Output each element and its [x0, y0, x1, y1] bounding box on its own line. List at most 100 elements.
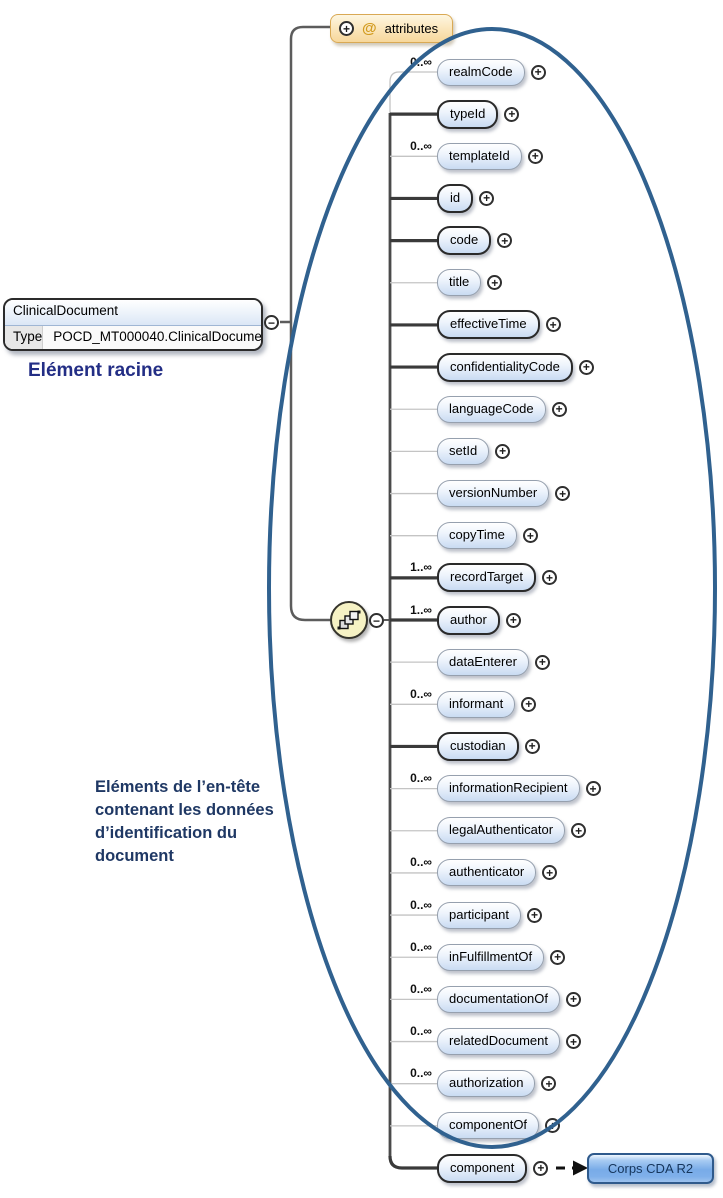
element-pill-componentOf[interactable]: componentOf [437, 1112, 540, 1140]
element-pill-setId[interactable]: setId [437, 437, 490, 465]
element-pill-copyTime[interactable]: copyTime [437, 522, 517, 550]
cda-body-box[interactable]: Corps CDA R2 [587, 1153, 714, 1184]
root-element-name: ClinicalDocument [5, 300, 261, 326]
cardinality-label-authorization: 0..∞ [410, 1066, 432, 1081]
element-row-setId: setId + [437, 437, 511, 465]
expand-icon-authenticator[interactable]: + [542, 865, 558, 881]
header-annotation-line: Eléments de l’en-tête [95, 778, 261, 796]
expand-icon-attributes[interactable]: + [339, 21, 354, 36]
element-pill-typeId[interactable]: typeId [437, 99, 499, 129]
element-row-component: component + [437, 1153, 549, 1183]
element-pill-confidentialityCode[interactable]: confidentialityCode [437, 352, 573, 382]
element-pill-id[interactable]: id [437, 183, 474, 213]
header-annotation-line: contenant les données [95, 801, 274, 819]
expand-icon-dataEnterer[interactable]: + [534, 654, 550, 670]
root-branch-line [280, 25, 330, 622]
expand-icon-informationRecipient[interactable]: + [585, 781, 601, 797]
attributes-box[interactable]: + @ attributes [330, 14, 454, 43]
collapse-icon-sequence[interactable]: − [369, 613, 384, 628]
dashed-arrow-head [573, 1160, 588, 1176]
cardinality-label-relatedDocument: 0..∞ [410, 1024, 432, 1039]
element-row-participant: 0..∞ participant + [410, 898, 542, 929]
expand-icon-typeId[interactable]: + [504, 106, 520, 122]
element-pill-custodian[interactable]: custodian [437, 731, 519, 761]
expand-icon-effectiveTime[interactable]: + [545, 317, 561, 333]
expand-icon-recordTarget[interactable]: + [541, 570, 557, 586]
cardinality-label-templateId: 0..∞ [410, 138, 432, 153]
element-row-legalAuthenticator: legalAuthenticator + [437, 817, 587, 845]
element-pill-documentationOf[interactable]: documentationOf [437, 985, 561, 1013]
element-pill-participant[interactable]: participant [437, 901, 521, 929]
root-annotation-label: Elément racine [28, 360, 164, 381]
expand-icon-title[interactable]: + [487, 275, 503, 291]
element-pill-relatedDocument[interactable]: relatedDocument [437, 1028, 560, 1056]
expand-icon-code[interactable]: + [497, 233, 513, 249]
cardinality-label-informationRecipient: 0..∞ [410, 771, 432, 786]
element-row-authorization: 0..∞ authorization + [410, 1066, 557, 1098]
element-pill-informant[interactable]: informant [437, 690, 516, 718]
element-row-componentOf: componentOf + [437, 1112, 561, 1140]
cardinality-label-author: 1..∞ [410, 602, 432, 617]
element-pill-authorization[interactable]: authorization [437, 1070, 536, 1098]
expand-icon-participant[interactable]: + [526, 907, 542, 923]
element-pill-title[interactable]: title [437, 269, 482, 297]
sequence-compositor-icon[interactable] [330, 601, 368, 639]
expand-icon-versionNumber[interactable]: + [555, 486, 571, 502]
expand-icon-realmCode[interactable]: + [530, 64, 546, 80]
expand-icon-author[interactable]: + [505, 612, 521, 628]
root-element-box[interactable]: ClinicalDocument Type POCD_MT000040.Clin… [3, 298, 263, 351]
expand-icon-documentationOf[interactable]: + [566, 991, 582, 1007]
element-row-custodian: custodian + [437, 731, 540, 761]
expand-icon-authorization[interactable]: + [541, 1076, 557, 1092]
element-pill-realmCode[interactable]: realmCode [437, 58, 525, 86]
element-pill-templateId[interactable]: templateId [437, 142, 522, 170]
cardinality-label-informant: 0..∞ [410, 686, 432, 701]
trunk-bottom-corner [388, 1155, 437, 1170]
element-pill-author[interactable]: author [437, 605, 500, 635]
element-pill-effectiveTime[interactable]: effectiveTime [437, 310, 540, 340]
element-pill-code[interactable]: code [437, 226, 492, 256]
expand-icon-custodian[interactable]: + [524, 738, 540, 754]
element-row-informationRecipient: 0..∞ informationRecipient + [410, 771, 601, 803]
element-row-effectiveTime: effectiveTime + [437, 310, 561, 340]
cardinality-label-authenticator: 0..∞ [410, 855, 432, 870]
header-annotation-label: Eléments de l’en-tête contenant les donné… [95, 776, 274, 868]
element-pill-legalAuthenticator[interactable]: legalAuthenticator [437, 817, 566, 845]
element-pill-component[interactable]: component [437, 1153, 528, 1183]
element-pill-dataEnterer[interactable]: dataEnterer [437, 648, 529, 676]
expand-icon-setId[interactable]: + [495, 443, 511, 459]
attributes-label: attributes [384, 21, 439, 36]
element-pill-informationRecipient[interactable]: informationRecipient [437, 775, 580, 803]
element-pill-versionNumber[interactable]: versionNumber [437, 480, 550, 508]
element-row-documentationOf: 0..∞documentationOf+ [410, 982, 582, 1013]
element-row-templateId: 0..∞ templateId + [410, 139, 543, 170]
element-pill-languageCode[interactable]: languageCode [437, 395, 546, 423]
expand-icon-legalAuthenticator[interactable]: + [571, 823, 587, 839]
expand-icon-componentOf[interactable]: + [545, 1118, 561, 1134]
root-type-label: Type [5, 326, 44, 349]
element-pill-inFulfillmentOf[interactable]: inFulfillmentOf [437, 943, 545, 971]
expand-icon-informant[interactable]: + [521, 696, 537, 712]
element-pill-recordTarget[interactable]: recordTarget [437, 563, 536, 593]
element-row-typeId: typeId + [437, 99, 520, 129]
expand-icon-languageCode[interactable]: + [551, 401, 567, 417]
element-pill-authenticator[interactable]: authenticator [437, 859, 537, 887]
expand-icon-copyTime[interactable]: + [522, 528, 538, 544]
expand-icon-component[interactable]: + [533, 1160, 549, 1176]
cardinality-label-recordTarget: 1..∞ [410, 560, 432, 575]
element-row-inFulfillmentOf: 0..∞inFulfillmentOf+ [410, 940, 566, 971]
cardinality-label-participant: 0..∞ [410, 897, 432, 912]
collapse-icon-root[interactable]: − [264, 315, 279, 330]
element-row-recordTarget: 1..∞ recordTarget + [410, 560, 557, 593]
expand-icon-id[interactable]: + [479, 190, 495, 206]
expand-icon-confidentialityCode[interactable]: + [578, 359, 594, 375]
sequence-glyph [337, 610, 361, 630]
expand-icon-templateId[interactable]: + [527, 148, 543, 164]
expand-icon-relatedDocument[interactable]: + [566, 1034, 581, 1050]
element-row-informant: 0..∞ informant + [410, 687, 537, 718]
element-row-confidentialityCode: confidentialityCode + [437, 352, 594, 382]
expand-icon-inFulfillmentOf[interactable]: + [550, 949, 566, 965]
